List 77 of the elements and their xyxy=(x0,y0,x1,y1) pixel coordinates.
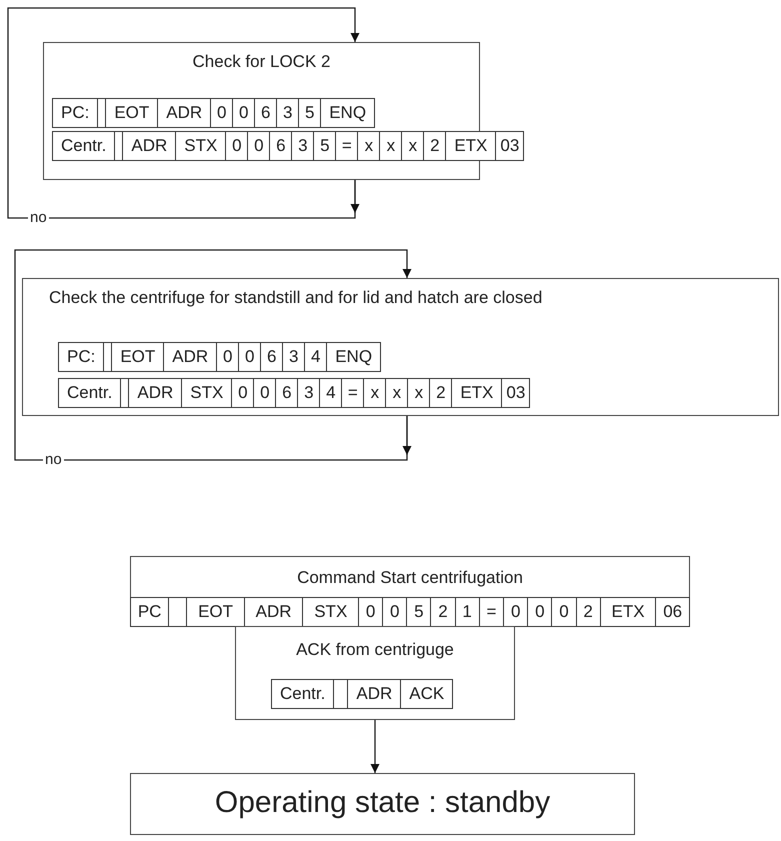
protocol-cell: 0 xyxy=(216,343,238,371)
message-row xyxy=(130,597,690,627)
protocol-cell: x xyxy=(357,132,380,160)
message-row xyxy=(52,98,376,128)
protocol-cell: 3 xyxy=(282,343,304,371)
arrow xyxy=(7,7,360,219)
protocol-cell: ADR xyxy=(122,132,176,160)
box-title: Operating state : standby xyxy=(214,785,552,821)
protocol-cell: 0 xyxy=(238,343,260,371)
protocol-cell: 2 xyxy=(429,379,452,407)
protocol-cell: 6 xyxy=(275,379,298,407)
protocol-cell: = xyxy=(341,379,364,407)
protocol-cell: 03 xyxy=(501,379,530,407)
protocol-cell: 2 xyxy=(423,132,446,160)
protocol-cell: 6 xyxy=(254,99,276,127)
protocol-cell: 03 xyxy=(495,132,524,160)
protocol-cell-text: Centr. xyxy=(66,382,114,404)
arrow xyxy=(370,720,380,773)
box-title: Check for LOCK 2 xyxy=(192,51,332,72)
protocol-cell-text: PC: xyxy=(60,102,90,124)
protocol-cell: 5 xyxy=(313,132,336,160)
message-row xyxy=(58,378,530,408)
protocol-cell: 5 xyxy=(298,99,320,127)
protocol-cell: x xyxy=(385,379,408,407)
box-title: ACK from centriguge xyxy=(295,639,455,660)
protocol-cell-text: Centr. xyxy=(279,683,326,705)
protocol-cell: 4 xyxy=(304,343,326,371)
protocol-cell: STX xyxy=(175,132,226,160)
protocol-cell: 3 xyxy=(276,99,298,127)
protocol-cell: ETX xyxy=(600,598,656,626)
protocol-cell: ADR xyxy=(347,680,400,708)
protocol-cell: ENQ xyxy=(326,343,380,371)
protocol-cell: 06 xyxy=(655,598,689,626)
process-box xyxy=(22,278,779,416)
protocol-cell: EOT xyxy=(105,99,158,127)
arrow xyxy=(14,249,412,461)
protocol-cell: 0 xyxy=(225,132,248,160)
process-box xyxy=(235,626,515,720)
protocol-cell: 0 xyxy=(551,598,576,626)
box-title: Command Start centrifugation xyxy=(296,567,524,588)
protocol-cell: = xyxy=(335,132,358,160)
protocol-cell: 0 xyxy=(527,598,552,626)
protocol-cell: ADR xyxy=(157,99,210,127)
protocol-cell: 6 xyxy=(260,343,282,371)
arrow xyxy=(350,180,360,213)
message-row xyxy=(271,679,454,709)
protocol-cell: 2 xyxy=(576,598,600,626)
protocol-cell-text: Centr. xyxy=(60,135,108,157)
protocol-cell: x xyxy=(363,379,386,407)
protocol-cell: ADR xyxy=(128,379,182,407)
box-title: Check the centrifuge for standstill and for lid and hatch are closed xyxy=(48,287,544,308)
protocol-cell: 3 xyxy=(291,132,314,160)
protocol-cell: x xyxy=(379,132,402,160)
protocol-cell: ADR xyxy=(163,343,216,371)
process-box xyxy=(130,773,635,835)
process-box xyxy=(130,556,690,626)
protocol-cell: ETX xyxy=(451,379,502,407)
protocol-cell: 0 xyxy=(253,379,276,407)
protocol-cell: ETX xyxy=(445,132,496,160)
protocol-cell-text: PC xyxy=(136,601,162,623)
arrow xyxy=(402,416,412,455)
protocol-cell: STX xyxy=(181,379,232,407)
protocol-cell: 6 xyxy=(269,132,292,160)
message-row xyxy=(58,342,382,372)
protocol-cell-text: PC: xyxy=(66,346,96,368)
protocol-cell: 3 xyxy=(297,379,320,407)
protocol-cell: 4 xyxy=(319,379,342,407)
protocol-cell: 0 xyxy=(247,132,270,160)
protocol-cell: x xyxy=(407,379,430,407)
message-row xyxy=(52,131,524,161)
protocol-cell: ENQ xyxy=(320,99,374,127)
protocol-cell: 0 xyxy=(232,99,254,127)
protocol-cell: 0 xyxy=(210,99,232,127)
protocol-cell: ACK xyxy=(400,680,452,708)
protocol-cell: x xyxy=(401,132,424,160)
protocol-cell: EOT xyxy=(111,343,164,371)
protocol-cell: 0 xyxy=(231,379,254,407)
